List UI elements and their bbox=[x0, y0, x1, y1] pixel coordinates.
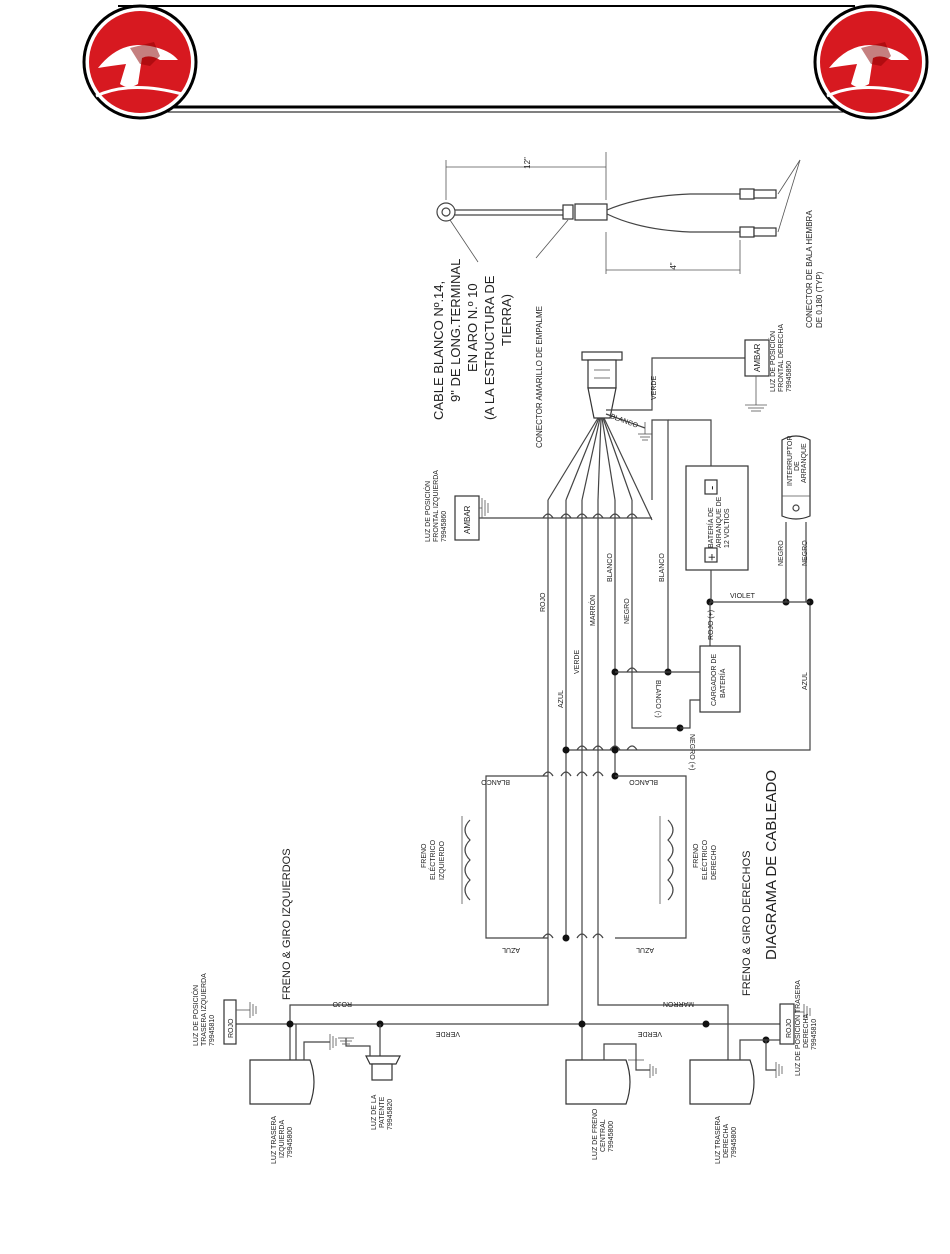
crossover-marks bbox=[542, 513, 638, 939]
luz-trasera-der-label: LUZ TRASERA DERECHA 79945800 bbox=[715, 1114, 738, 1164]
rojo-box-left: ROJO bbox=[228, 1018, 235, 1038]
freno-izq bbox=[461, 775, 548, 939]
wire-label-blanco: BLANCO bbox=[607, 553, 614, 582]
luz-patente bbox=[338, 1024, 401, 1081]
wire-label-verde: VERDE bbox=[574, 650, 581, 674]
header-band bbox=[118, 5, 855, 113]
cable-assembly: 12" 4" bbox=[436, 152, 801, 274]
wire-label-azul-fd: AZUL bbox=[636, 946, 654, 953]
conector-bala-label: CONECTOR DE BALA HEMBRA DE 0.180 (TYP) bbox=[805, 209, 824, 328]
wire-label-azul: AZUL bbox=[558, 690, 565, 708]
luz-pos-frontal-izq-label: LUZ DE POSICIÓN FRONTAL IZQUIERDA 799458… bbox=[423, 468, 448, 542]
wire-label-azul-fi: AZUL bbox=[502, 946, 520, 953]
luz-pos-frontal-der bbox=[744, 339, 770, 412]
luz-pos-frontal-izq bbox=[454, 495, 652, 541]
ground-plug bbox=[638, 422, 652, 441]
luz-trasera-izq-label: LUZ TRASERA IZQUIERDA 79945800 bbox=[271, 1114, 294, 1164]
luz-pos-trasera-izq-label: LUZ DE POSICIÓN TRASERA IZQUIERDA 799458… bbox=[191, 972, 216, 1046]
freno-der-label: FRENO ELÉCTRICO DERECHO bbox=[693, 838, 718, 880]
wire-label-rojo: ROJO bbox=[540, 592, 547, 612]
interruptor-arranque bbox=[781, 435, 811, 602]
rojo-box-right: ROJO bbox=[786, 1018, 793, 1038]
interruptor-label: INTERRUPTOR DE ARRANQUE bbox=[787, 434, 808, 486]
luz-pos-trasera-der bbox=[766, 1003, 811, 1045]
wire-label-blanco-minus: BLANCO (-) bbox=[654, 680, 661, 718]
wire-label-violet: VIOLET bbox=[730, 593, 756, 600]
junction-dots bbox=[286, 598, 814, 1044]
plug-fanout bbox=[547, 357, 745, 521]
ambar-left: AMBAR bbox=[463, 505, 472, 534]
dim-12-label: 12" bbox=[523, 157, 532, 169]
conector-amarillo-label: CONECTOR AMARILLO DE EMPALME bbox=[535, 306, 544, 448]
wire-label-blanco-plug: BLANCO bbox=[609, 413, 639, 430]
seven-way-plug bbox=[581, 351, 623, 419]
wire-label-negro: NEGRO bbox=[624, 598, 631, 624]
wire-label-rojo-plus: ROJO (+) bbox=[708, 610, 715, 640]
wire-label-blanco-2: BLANCO bbox=[659, 553, 666, 582]
luz-freno-central bbox=[565, 1043, 657, 1105]
freno-giro-izq-title: FRENO & GIRO IZQUIERDOS bbox=[281, 848, 293, 1000]
cargador-bateria bbox=[615, 645, 741, 729]
freno-giro-der-title: FRENO & GIRO DERECHOS bbox=[741, 851, 753, 996]
wire-label-marron-bottom: MARRON bbox=[663, 1000, 694, 1007]
wire-label-marron: MARRÓN bbox=[588, 595, 597, 626]
main-bus bbox=[230, 419, 811, 1060]
wire-label-blanco-fi: BLANCO bbox=[481, 778, 510, 785]
luz-trasera-der bbox=[689, 1039, 783, 1105]
luz-pos-frontal-der-label: LUZ DE POSICIÓN FRONTAL DERECHA 79945850 bbox=[768, 322, 793, 392]
brand-logo-left bbox=[82, 4, 198, 120]
luz-trasera-izq bbox=[249, 1024, 337, 1105]
luz-patente-label: LUZ DE LA PATENTE 79945820 bbox=[371, 1093, 394, 1130]
diagram-title: DIAGRAMA DE CABLEADO bbox=[763, 770, 780, 960]
wire-label-blanco-fd: BLANCO bbox=[629, 778, 658, 785]
freno-izq-label: FRENO ELÉCTRICO IZQUIERDO bbox=[421, 838, 446, 880]
ambar-right: AMBAR bbox=[753, 343, 762, 372]
luz-pos-trasera-izq bbox=[223, 999, 257, 1045]
wire-label-azul-right: AZUL bbox=[802, 672, 809, 690]
freno-der bbox=[615, 775, 687, 939]
bateria-box bbox=[668, 419, 810, 646]
wire-label-verde-top: VERDE bbox=[651, 376, 658, 400]
wire-label-verde-bl: VERDE bbox=[436, 1030, 460, 1037]
brand-logo-right bbox=[813, 4, 929, 120]
bateria-minus: - bbox=[704, 486, 719, 490]
bateria-plus: + bbox=[704, 553, 719, 561]
bateria-label: BATERÍA DE ARRANQUE DE 12 VOLTIOS bbox=[706, 495, 731, 548]
cable-blanco-label: CABLE BLANCO Nº.14, 9" DE LONG.TERMINAL … bbox=[431, 256, 514, 420]
wire-label-rojo-bottom: ROJO bbox=[332, 1000, 352, 1007]
cargador-label: CARGADOR DE BATERÍA bbox=[711, 652, 727, 706]
wire-label-negro-plus: NEGRO (+) bbox=[688, 734, 695, 770]
luz-freno-central-label: LUZ DE FRENO CENTRAL 79945800 bbox=[592, 1107, 615, 1160]
dim-4-label: 4" bbox=[669, 262, 678, 269]
wire-label-negro-sw1: NEGRO bbox=[778, 540, 785, 566]
luz-pos-trasera-der-label: LUZ DE POSICIÓN TRASERA DERECHA 79945810 bbox=[793, 978, 818, 1076]
wire-label-verde-br: VERDE bbox=[638, 1030, 662, 1037]
